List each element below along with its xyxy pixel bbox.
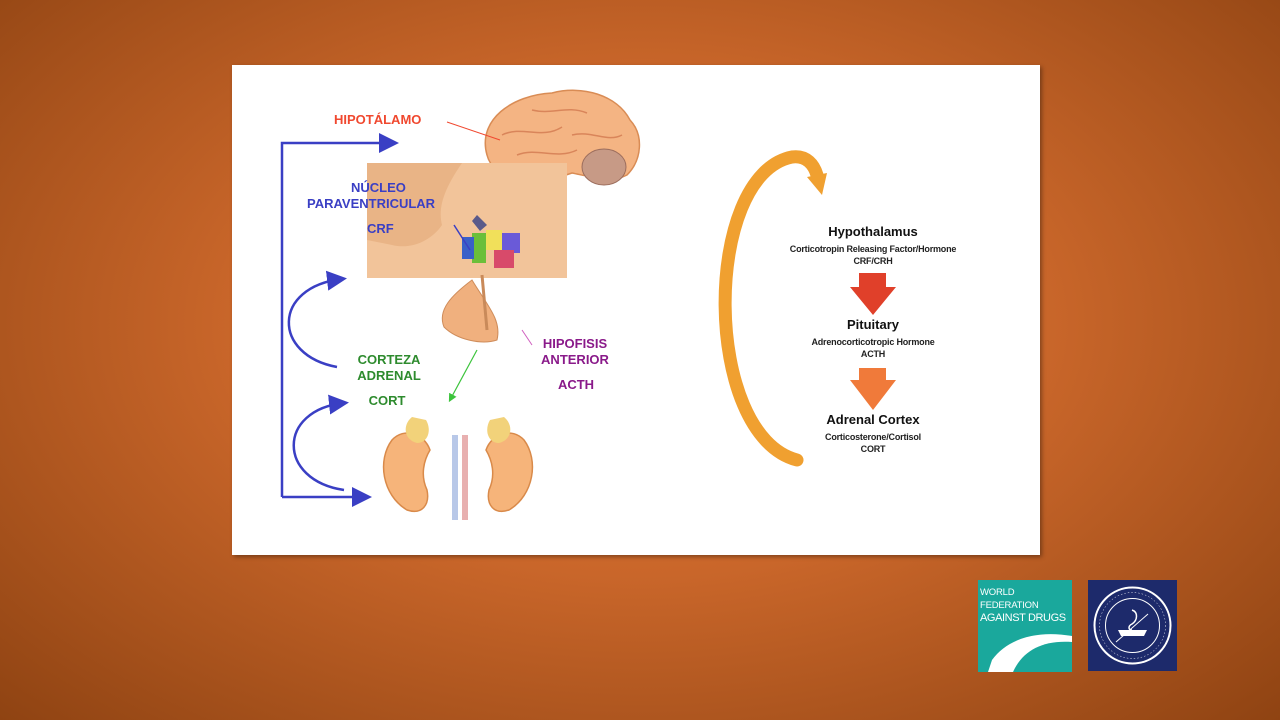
hypothalamus-label: HIPOTÁLAMO (334, 112, 422, 127)
feedback-loop-arrow (718, 150, 824, 467)
cort-label: CORT (368, 393, 406, 408)
seal-graphic (1093, 586, 1172, 665)
flow-step-1-subtitle: Corticotropin Releasing Factor/Hormone (789, 244, 957, 254)
flow-step-2-title: Pituitary (846, 317, 899, 332)
pituitary-label-line1: HIPOFISIS (542, 336, 608, 351)
wfad-wave-graphic (978, 626, 1072, 672)
flow-step-3-subtitle: Corticosterone/Cortisol (825, 432, 921, 442)
flow-step-2-abbr: ACTH (860, 349, 886, 359)
feedback-loop-arrowhead (807, 173, 827, 195)
crf-label: CRF (367, 221, 394, 236)
acth-label: ACTH (557, 377, 595, 392)
wfad-logo-line2: AGAINST DRUGS (980, 612, 1066, 624)
pituitary-pointer-line (521, 329, 533, 346)
instituto-universitario-seal-logo (1088, 580, 1177, 671)
hypothalamus-pointer-line (446, 121, 501, 141)
short-feedback-arrow-upper (287, 270, 347, 369)
hypothalamus-section-illustration (367, 163, 567, 343)
nucleus-label-line2: PARAVENTRICULAR (307, 196, 436, 211)
pituitary-label-line2: ANTERIOR (541, 352, 609, 367)
wfad-logo-line1: WORLD FEDERATION (980, 587, 1039, 611)
flow-step-2-subtitle: Adrenocorticotropic Hormone (811, 337, 935, 347)
slide-panel: HIPOTÁLAMO NÚCLEO PARAVENTRICULAR CRF HI… (232, 65, 1040, 555)
kidneys-illustration (382, 417, 534, 520)
flow-step-1-abbr: CRF/CRH (853, 256, 893, 266)
short-feedback-arrow-lower (292, 394, 349, 492)
nucleus-label-line1: NÚCLEO (351, 180, 406, 195)
wfad-logo: WORLD FEDERATION AGAINST DRUGS (978, 580, 1072, 672)
acth-to-adrenal-arrow (448, 349, 478, 403)
cortex-label-line2: ADRENAL (357, 368, 421, 383)
flow-step-1-title: Hypothalamus (828, 224, 918, 239)
cortex-label-line1: CORTEZA (357, 352, 421, 367)
pituitary-to-adrenal-arrow (850, 368, 896, 410)
brain-illustration (484, 89, 641, 217)
diagram-canvas (280, 89, 896, 520)
long-feedback-arrow (280, 133, 399, 497)
flow-step-3-title: Adrenal Cortex (826, 412, 920, 427)
flow-step-3-abbr: CORT (860, 444, 886, 454)
hypothalamus-to-pituitary-arrow (850, 273, 896, 315)
